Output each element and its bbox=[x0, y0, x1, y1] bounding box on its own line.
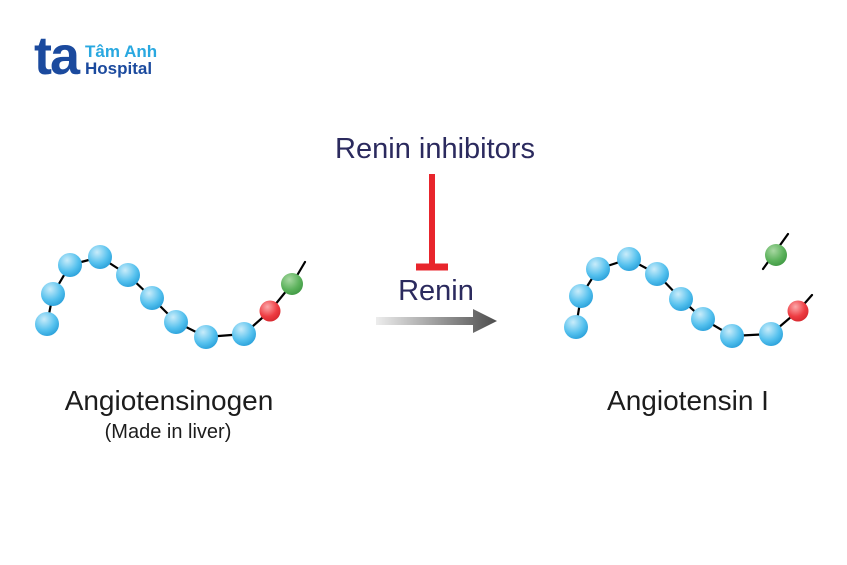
renin-inhibitors-label: Renin inhibitors bbox=[335, 133, 535, 165]
inhibition-tbar-icon bbox=[416, 174, 448, 271]
logo-hospital-subname: Hospital bbox=[85, 59, 153, 78]
angiotensinogen-molecule bbox=[35, 245, 307, 349]
logo-wordmark: Tâm Anh Hospital bbox=[85, 43, 157, 78]
angiotensinogen-label: Angiotensinogen bbox=[64, 385, 274, 416]
hospital-logo: ta Tâm Anh Hospital bbox=[34, 26, 157, 86]
logo-hospital-name: Tâm Anh bbox=[85, 42, 158, 61]
renin-label: Renin bbox=[398, 275, 474, 307]
reaction-arrow-icon bbox=[376, 309, 497, 333]
made-in-liver-note: (Made in liver) bbox=[104, 421, 232, 443]
angiotensin-i-label: Angiotensin I bbox=[607, 385, 769, 416]
logo-ta-mark: ta bbox=[34, 26, 80, 86]
angiotensin-i-molecule bbox=[564, 232, 814, 348]
